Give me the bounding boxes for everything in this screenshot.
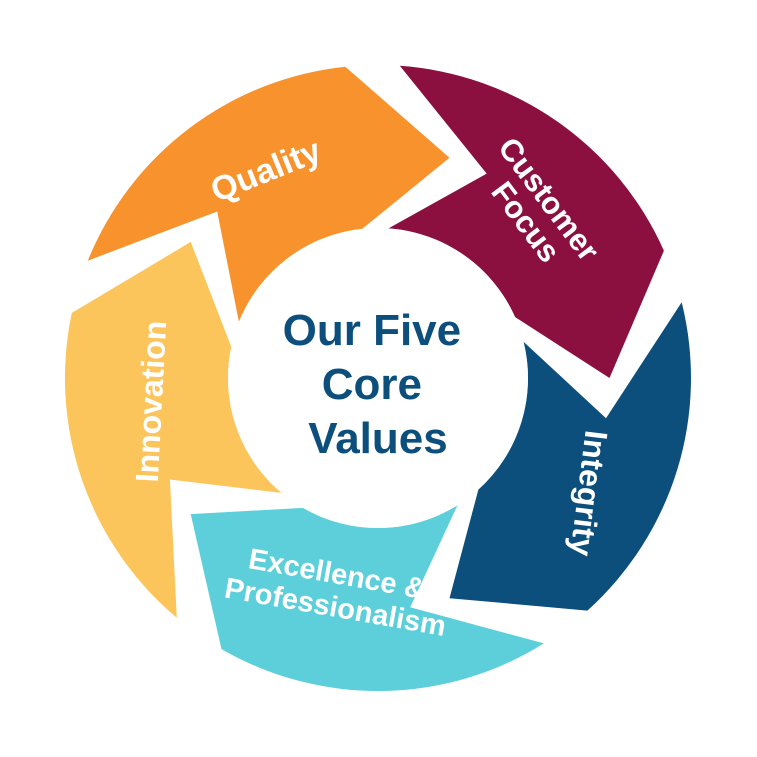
- label-innovation: Innovation: [129, 320, 173, 483]
- segment-innovation: [64, 241, 282, 618]
- ring-segments: [64, 65, 691, 692]
- segment-quality: [87, 66, 450, 322]
- segment-customer-focus: [388, 65, 664, 379]
- center-circle: [228, 228, 528, 528]
- segment-excellence-professionalism: [190, 505, 544, 692]
- center-title: Our Five Core Values: [283, 306, 474, 463]
- segment-integrity: [449, 302, 691, 611]
